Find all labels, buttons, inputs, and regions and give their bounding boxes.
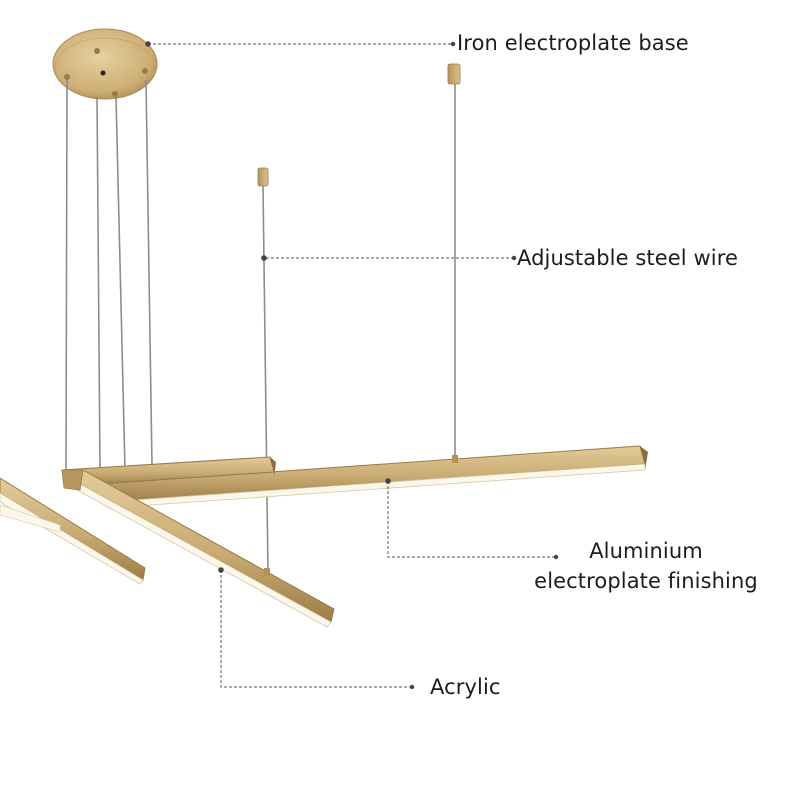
leader-lines [148,43,556,688]
callout-wire-label: Adjustable steel wire [517,246,739,270]
callout-finish-label: Aluminium electroplate finishing [516,536,776,596]
light-bar-long [99,445,648,509]
wire-middle [262,185,269,573]
leader-dots [145,41,559,690]
callout-base-label: Iron electroplate base [457,31,689,55]
callout-finish-line2: electroplate finishing [534,569,758,593]
callout-acrylic-label: Acrylic [430,675,501,699]
light-bar-left [0,477,146,585]
ceiling-canopy [52,28,158,100]
callout-finish-line1: Aluminium [589,539,703,563]
ceiling-cup-middle [257,167,269,187]
canopy-wires [65,79,153,471]
ceiling-cup-right [447,63,461,85]
light-bar-front [61,469,335,628]
